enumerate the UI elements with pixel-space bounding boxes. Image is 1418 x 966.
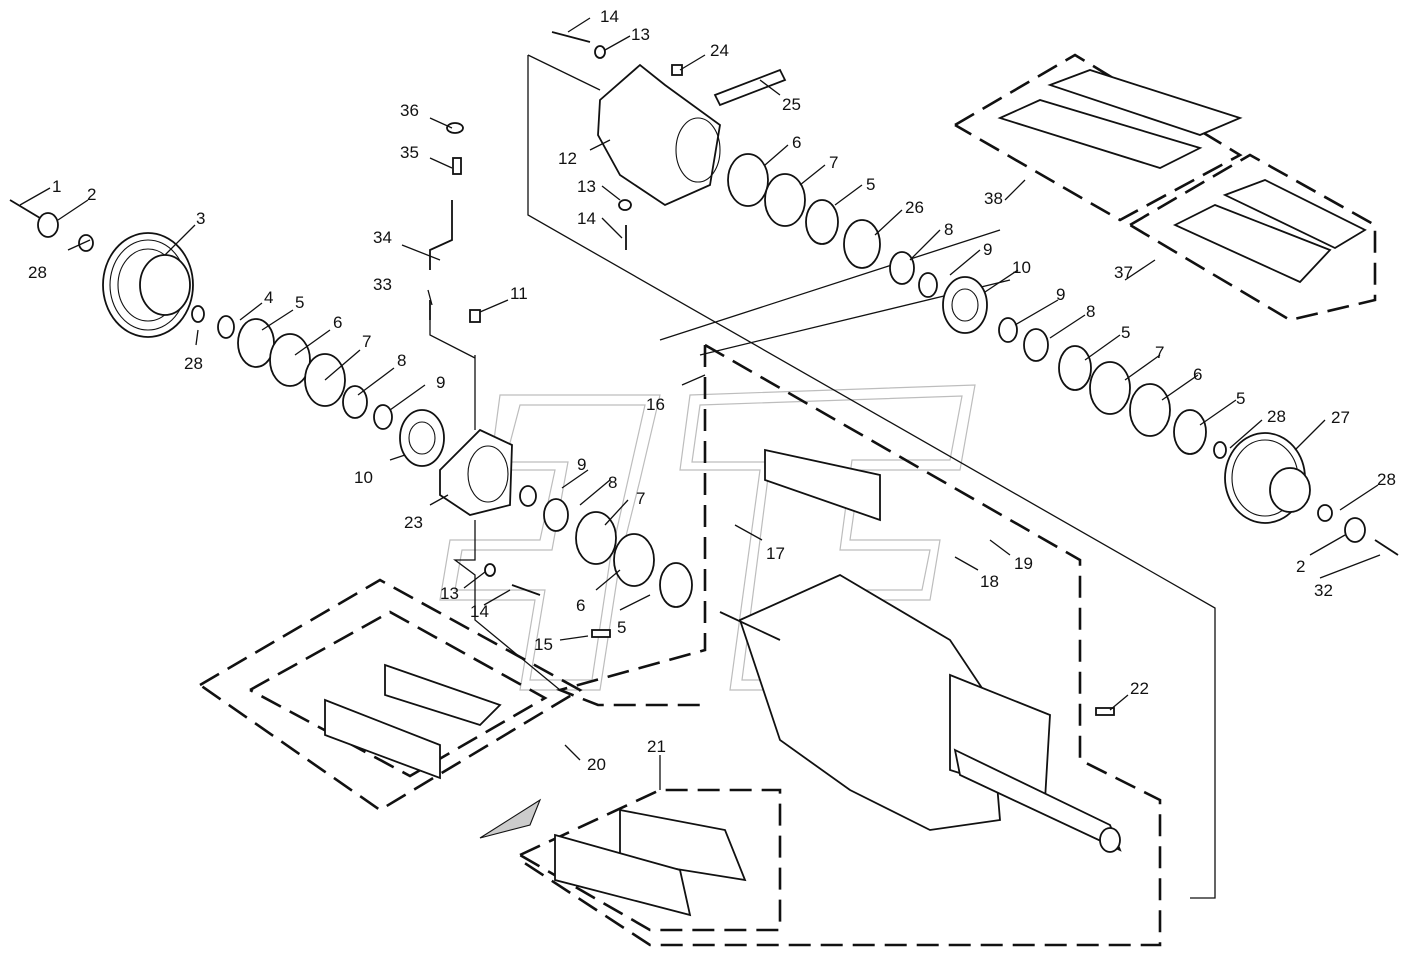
callout-leader-lines <box>19 17 1381 790</box>
callout-13: 13 <box>577 177 596 196</box>
callout-17: 17 <box>766 544 785 563</box>
callout-25: 25 <box>782 95 801 114</box>
rotor-assembly <box>719 573 1122 853</box>
callout-5: 5 <box>295 293 304 312</box>
callout-26: 26 <box>905 198 924 217</box>
callout-36: 36 <box>400 101 419 120</box>
callout-14: 14 <box>577 209 596 228</box>
callout-37: 37 <box>1114 263 1133 282</box>
callout-12: 12 <box>558 149 577 168</box>
callout-19: 19 <box>1014 554 1033 573</box>
callout-5: 5 <box>617 618 626 637</box>
callout-20: 20 <box>587 755 606 774</box>
callout-6: 6 <box>792 133 801 152</box>
callout-9: 9 <box>577 455 586 474</box>
callout-9: 9 <box>983 240 992 259</box>
callout-8: 8 <box>944 220 953 239</box>
callout-7: 7 <box>362 332 371 351</box>
callout-8: 8 <box>608 473 617 492</box>
callout-33: 33 <box>373 275 392 294</box>
callout-14: 14 <box>470 602 489 621</box>
left-pulley-group <box>9 122 693 638</box>
callout-28: 28 <box>1267 407 1286 426</box>
callout-23: 23 <box>404 513 423 532</box>
callout-1: 1 <box>52 177 61 196</box>
callout-16: 16 <box>646 395 665 414</box>
callout-14: 14 <box>600 7 619 26</box>
callout-5: 5 <box>1121 323 1130 342</box>
callout-7: 7 <box>636 489 645 508</box>
callout-13: 13 <box>440 584 459 603</box>
knife-plates <box>324 69 1367 917</box>
callout-9: 9 <box>436 373 445 392</box>
callout-35: 35 <box>400 143 419 162</box>
callout-7: 7 <box>829 153 838 172</box>
callout-10: 10 <box>354 468 373 487</box>
callout-22: 22 <box>1130 679 1149 698</box>
callout-38: 38 <box>984 189 1003 208</box>
upper-housing-group <box>551 31 1399 556</box>
callout-5: 5 <box>866 175 875 194</box>
callout-13: 13 <box>631 25 650 44</box>
callout-34: 34 <box>373 228 392 247</box>
callout-28: 28 <box>184 354 203 373</box>
callout-4: 4 <box>264 288 273 307</box>
callout-labels: 1 2 3 28 28 4 5 6 7 8 9 10 23 11 33 34 3… <box>28 7 1396 774</box>
callout-28: 28 <box>28 263 47 282</box>
callout-6: 6 <box>1193 365 1202 384</box>
callout-27: 27 <box>1331 408 1350 427</box>
callout-21: 21 <box>647 737 666 756</box>
callout-11: 11 <box>510 284 528 303</box>
callout-28: 28 <box>1377 470 1396 489</box>
callout-10: 10 <box>1012 258 1031 277</box>
callout-18: 18 <box>980 572 999 591</box>
callout-6: 6 <box>576 596 585 615</box>
callout-15: 15 <box>534 635 553 654</box>
callout-8: 8 <box>1086 302 1095 321</box>
callout-9: 9 <box>1056 285 1065 304</box>
callout-5: 5 <box>1236 389 1245 408</box>
callout-2: 2 <box>87 185 96 204</box>
assembly-outline-lines <box>199 53 1377 947</box>
callout-7: 7 <box>1155 343 1164 362</box>
callout-3: 3 <box>196 209 205 228</box>
callout-6: 6 <box>333 313 342 332</box>
callout-8: 8 <box>397 351 406 370</box>
callout-2: 2 <box>1296 557 1305 576</box>
callout-32: 32 <box>1314 581 1333 600</box>
callout-24: 24 <box>710 41 729 60</box>
